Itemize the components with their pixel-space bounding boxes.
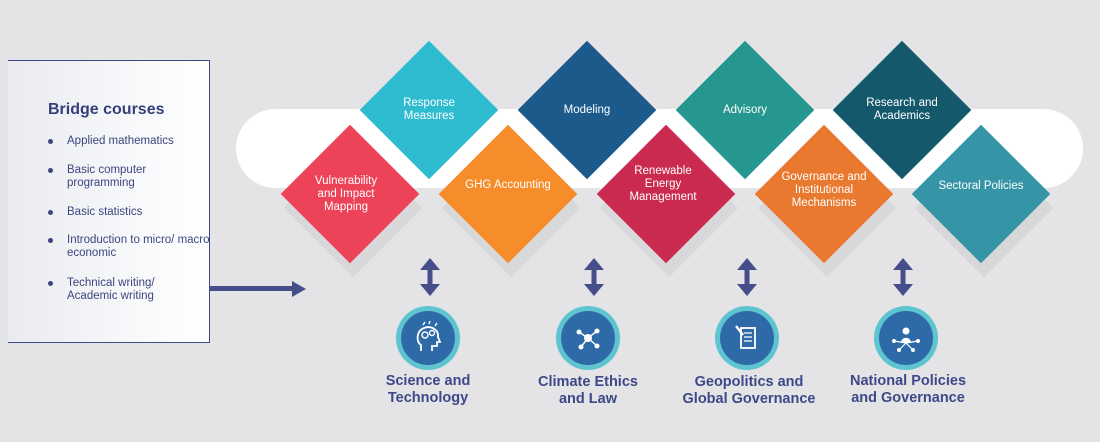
foundation-label: Geopolitics and Global Governance (682, 374, 816, 407)
bullet-icon (48, 210, 53, 215)
geopolitics-circle (715, 306, 779, 370)
foundation-label: Science and Technology (385, 373, 471, 406)
network-icon (576, 328, 600, 350)
double-arrow-icon (737, 258, 757, 296)
diamond-label: Sectoral Policies (938, 179, 1024, 192)
diamond-label: Governance and Institutional Mechanisms (781, 170, 867, 209)
science-technology-circle (396, 306, 460, 370)
head-brain-icon (416, 321, 442, 351)
diamond-label: Vulnerability and Impact Mapping (314, 174, 378, 213)
panel-title: Bridge courses (48, 101, 165, 118)
bullet-icon (48, 238, 53, 243)
diamond-label: Response Measures (403, 97, 455, 122)
arrow-right-head-icon (292, 281, 306, 297)
diamond-label: Modeling (563, 103, 611, 116)
double-arrow-icon (584, 258, 604, 296)
list-item: Technical writing/ Academic writing (46, 277, 207, 303)
people-network-icon (892, 327, 920, 352)
foundation-label: National Policies and Governance (849, 373, 967, 406)
diamond-label: Renewable Energy Management (629, 164, 697, 203)
foundation-label: Climate Ethics and Law (538, 374, 638, 407)
bullet-icon (48, 281, 53, 286)
list-item: Basic computer programming (46, 164, 187, 190)
list-item: Basic statistics (46, 206, 217, 219)
arrow-right-icon (210, 286, 294, 291)
climate-ethics-circle (556, 306, 620, 370)
national-policies-circle (874, 306, 938, 370)
bullet-icon (48, 168, 53, 173)
double-arrow-icon (893, 258, 913, 296)
double-arrow-icon (420, 258, 440, 296)
diamond-label: Advisory (722, 103, 768, 116)
diamond-label: Research and Academics (866, 97, 938, 122)
bridge-courses-panel: Bridge courses Applied mathematics Basic… (8, 60, 210, 343)
diamond-label: GHG Accounting (465, 178, 551, 191)
bullet-icon (48, 139, 53, 144)
book-pencil-icon (735, 325, 756, 349)
list-item: Introduction to micro/ macro economic (46, 234, 227, 260)
list-item: Applied mathematics (46, 135, 217, 148)
